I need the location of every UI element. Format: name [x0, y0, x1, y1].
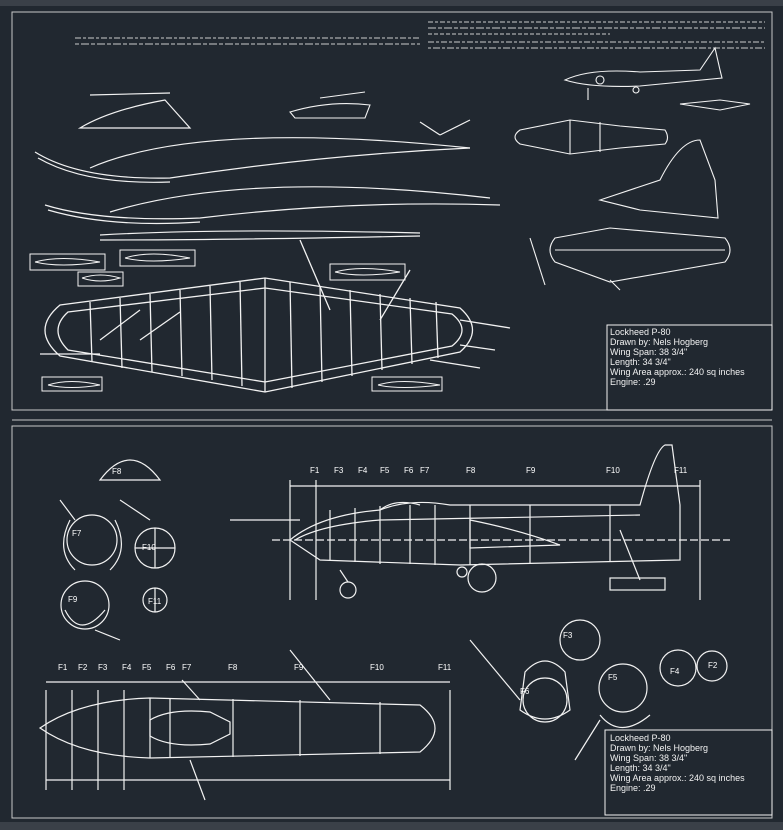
side-station-label: F4	[358, 466, 368, 475]
side-station-label: F7	[420, 466, 430, 475]
aircraft-name: Lockheed P-80	[610, 327, 671, 337]
bulkhead-drawings-left	[59, 459, 176, 641]
aircraft-name: Lockheed P-80	[610, 733, 671, 743]
bulkhead-label: F10	[142, 543, 156, 552]
wing-span: Wing Span: 38 3/4"	[610, 753, 688, 763]
title-block-frame-bottom	[604, 729, 773, 816]
side-station-label: F8	[466, 466, 476, 475]
wing-planform	[40, 239, 511, 393]
drawn-by: Drawn by: Nels Hogberg	[610, 743, 709, 753]
window-bottom-bar	[0, 822, 783, 830]
bulkhead-labels: F8 F7 F10 F9 F11 F3 F6 F5 F4 F2	[68, 467, 718, 696]
title-block-top: Lockheed P-80 Drawn by: Nels Hogberg Win…	[610, 327, 745, 387]
bulkhead-label: F6	[520, 687, 530, 696]
canopy-part	[289, 91, 371, 119]
bulkhead-label: F7	[72, 529, 82, 538]
bulkhead-label: F11	[148, 597, 162, 606]
bulkhead-label: F9	[68, 595, 78, 604]
wing-area: Wing Area approx.: 240 sq inches	[610, 367, 745, 377]
top-station-label: F4	[122, 663, 132, 672]
engine: Engine: .29	[610, 377, 656, 387]
top-station-label: F1	[58, 663, 68, 672]
bulkhead-label: F4	[670, 667, 680, 676]
wing-area: Wing Area approx.: 240 sq inches	[610, 773, 745, 783]
length: Length: 34 3/4"	[610, 357, 671, 367]
top-station-label: F5	[142, 663, 152, 672]
engine: Engine: .29	[610, 783, 656, 793]
sheet-border	[11, 11, 773, 819]
rib-profiles	[29, 249, 443, 392]
side-station-label: F3	[334, 466, 344, 475]
top-station-label: F10	[370, 663, 384, 672]
side-station-label: F5	[380, 466, 390, 475]
top-station-label: F3	[98, 663, 108, 672]
top-station-label: F6	[166, 663, 176, 672]
fuselage-top-view	[38, 649, 451, 801]
top-station-label: F9	[294, 663, 304, 672]
bulkhead-drawings-right	[469, 619, 728, 761]
side-station-label: F9	[526, 466, 536, 475]
bulkhead-label: F3	[563, 631, 573, 640]
side-station-label: F11	[674, 466, 688, 475]
side-station-label: F1	[310, 466, 320, 475]
side-station-label: F10	[606, 466, 620, 475]
top-station-label: F11	[438, 663, 452, 672]
wing-span: Wing Span: 38 3/4"	[610, 347, 688, 357]
drawn-by: Drawn by: Nels Hogberg	[610, 337, 709, 347]
tail-part	[77, 92, 192, 129]
three-view	[514, 46, 751, 291]
top-station-labels: F1 F2 F3 F4 F5 F6 F7 F8 F9 F10 F11	[58, 663, 452, 672]
bulkhead-label: F2	[708, 661, 718, 670]
fuselage-side-view	[230, 444, 730, 600]
length: Length: 34 3/4"	[610, 763, 671, 773]
wing-stringers	[34, 119, 501, 241]
header-notes	[75, 21, 765, 49]
window-top-bar	[0, 0, 783, 6]
top-station-label: F7	[182, 663, 192, 672]
title-block-bottom: Lockheed P-80 Drawn by: Nels Hogberg Win…	[610, 733, 745, 793]
title-block-frame-top	[606, 324, 773, 411]
top-station-label: F8	[228, 663, 238, 672]
bulkhead-label: F8	[112, 467, 122, 476]
bulkhead-label: F5	[608, 673, 618, 682]
top-station-label: F2	[78, 663, 88, 672]
side-station-label: F6	[404, 466, 414, 475]
side-station-labels: F1 F3 F4 F5 F6 F7 F8 F9 F10 F11	[310, 466, 688, 475]
